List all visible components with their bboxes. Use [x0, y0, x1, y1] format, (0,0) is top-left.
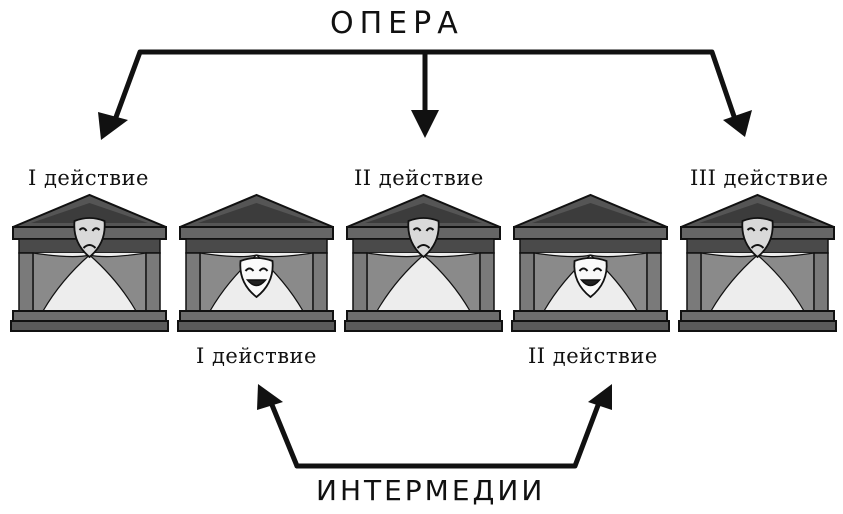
opera-arrow-act-1	[109, 49, 428, 131]
theater-column-left	[185, 252, 201, 312]
theater-frieze	[513, 226, 668, 240]
theater-plinth	[344, 320, 503, 332]
theater-3	[344, 193, 503, 332]
theater-base	[179, 310, 334, 322]
act-label-intermedia-2: II действие	[528, 344, 658, 368]
opera-arrow-act-3	[422, 49, 741, 131]
intermedia-title: ИНТЕРМЕДИИ	[316, 474, 546, 507]
act-label-intermedia-1: I действие	[196, 344, 317, 368]
theater-base	[346, 310, 501, 322]
theater-1	[10, 193, 169, 332]
tragedy-mask-icon	[407, 217, 440, 259]
theater-architrave	[185, 238, 328, 254]
theater-curtain-right	[423, 252, 481, 312]
theater-column-left	[18, 252, 34, 312]
theater-curtain-left	[700, 252, 758, 312]
opera-title: ОПЕРА	[330, 6, 464, 41]
arrowhead-act-3	[723, 110, 752, 137]
theater-pediment	[699, 203, 816, 223]
theater-column-right	[813, 252, 829, 312]
theater-curtain-left	[32, 252, 90, 312]
theater-plinth	[10, 320, 169, 332]
intermedia-connector	[267, 397, 603, 469]
theater-column-right	[646, 252, 662, 312]
theater-frieze	[179, 226, 334, 240]
theater-base	[680, 310, 835, 322]
theater-column-left	[352, 252, 368, 312]
theater-base	[513, 310, 668, 322]
comedy-mask-icon	[239, 257, 274, 299]
act-label-opera-1: I действие	[28, 166, 149, 190]
theater-column-left	[686, 252, 702, 312]
act-label-opera-3: III действие	[690, 166, 829, 190]
arrowhead-intermedia-1	[257, 384, 283, 410]
theater-2	[177, 193, 336, 332]
theater-plinth	[177, 320, 336, 332]
act-label-opera-2: II действие	[354, 166, 484, 190]
theater-pediment	[198, 203, 315, 223]
tragedy-mask-icon	[73, 217, 106, 259]
theater-base	[12, 310, 167, 322]
theaters-row	[10, 193, 837, 332]
theater-pediment	[365, 203, 482, 223]
intermedia-arrowheads	[257, 384, 612, 410]
intermedia-arrow-act-1	[294, 397, 603, 469]
theater-curtain-right	[757, 252, 815, 312]
theater-column-left	[519, 252, 535, 312]
theater-column-right	[145, 252, 161, 312]
theater-curtain-left	[366, 252, 424, 312]
theater-plinth	[511, 320, 670, 332]
arrowhead-intermedia-2	[588, 384, 612, 410]
theater-column-right	[479, 252, 495, 312]
opera-arrowheads	[98, 110, 752, 140]
theater-pediment	[532, 203, 649, 223]
tragedy-mask-icon	[741, 217, 774, 259]
theater-pediment	[31, 203, 148, 223]
arrowhead-act-1	[98, 112, 128, 140]
theater-5	[678, 193, 837, 332]
theater-curtain-right	[89, 252, 147, 312]
theater-4	[511, 193, 670, 332]
comedy-mask-icon	[573, 257, 608, 299]
theater-architrave	[519, 238, 662, 254]
intermedia-arrow-act-2	[267, 397, 300, 469]
theater-column-right	[312, 252, 328, 312]
theater-plinth	[678, 320, 837, 332]
arrowhead-act-2	[411, 110, 439, 138]
